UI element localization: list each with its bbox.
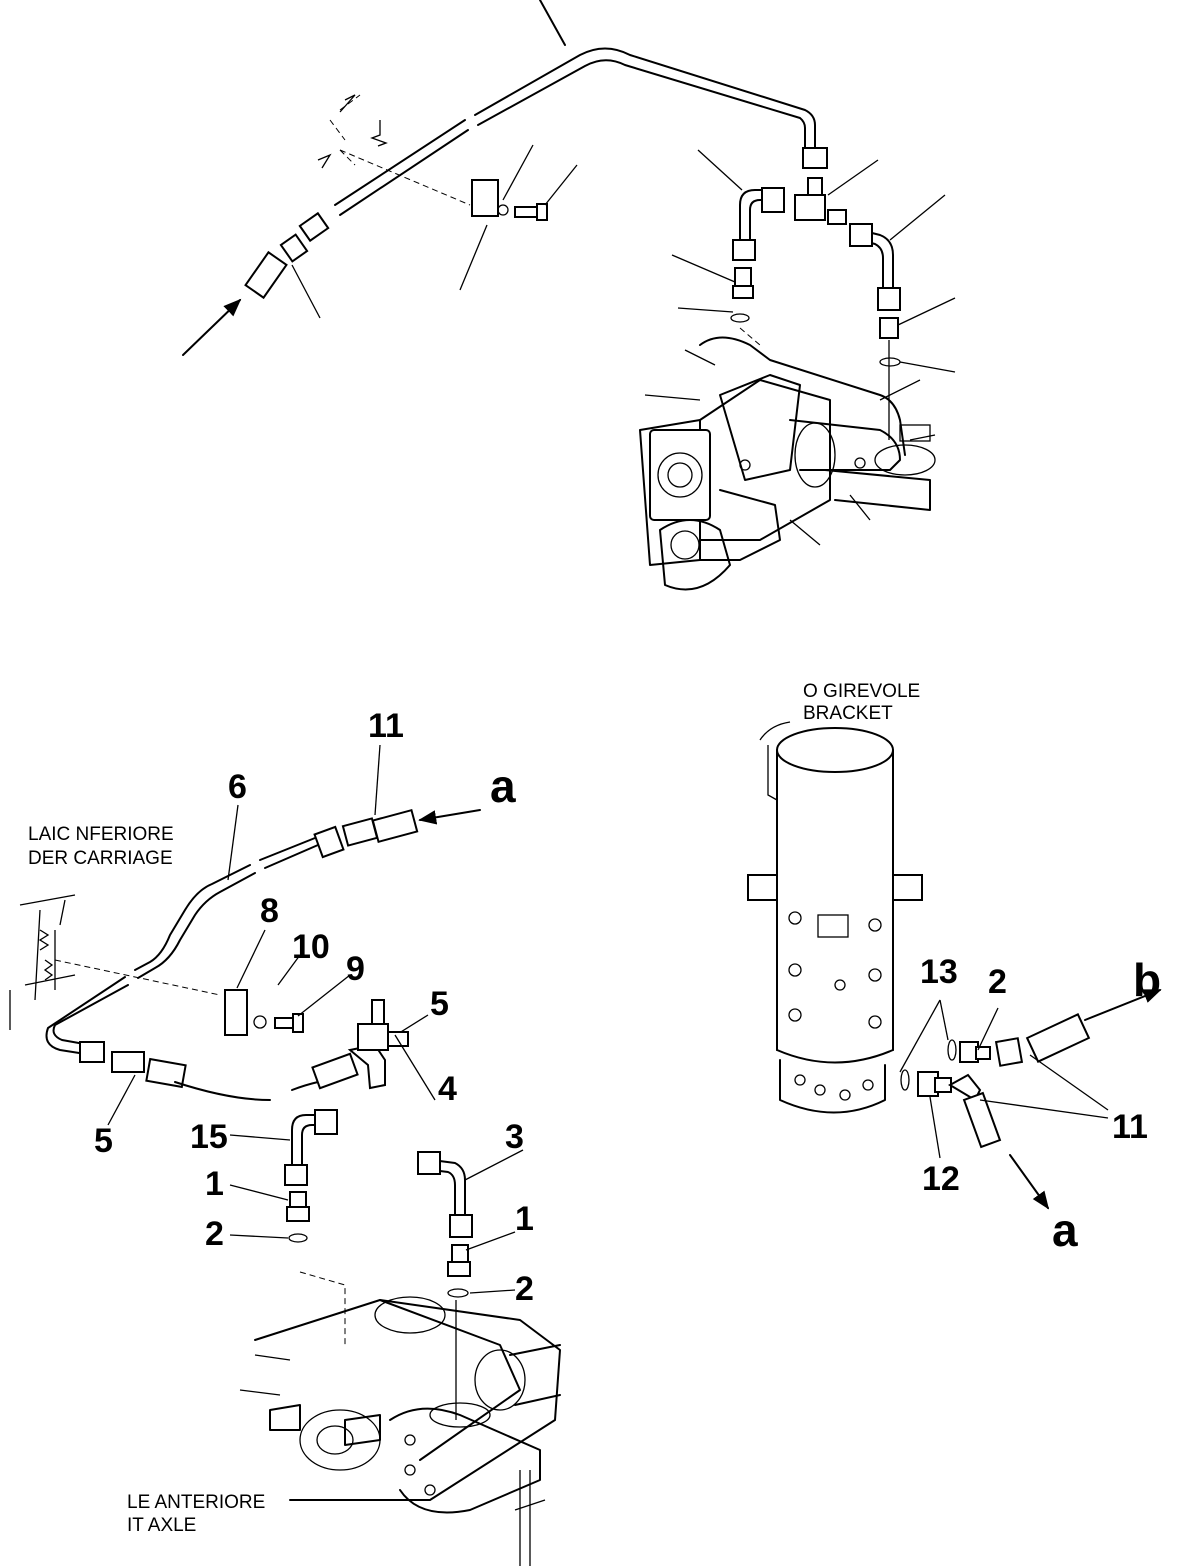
callout-10: 10 — [292, 928, 330, 966]
axle-caption-it: LE ANTERIORE — [127, 1492, 265, 1513]
frame-caption-it: LAIC NFERIORE — [28, 824, 174, 845]
flow-label-a: a — [1052, 1204, 1078, 1256]
callout-2: 2 — [205, 1215, 224, 1253]
callout-3: 3 — [505, 1118, 524, 1156]
callout-11: 11 — [368, 707, 404, 745]
top-tee-fittings — [730, 147, 901, 367]
callout-4: 4 — [438, 1070, 457, 1108]
callout-2: 2 — [515, 1270, 534, 1308]
frame-caption-en: DER CARRIAGE — [28, 848, 173, 869]
swivel-caption-en: BRACKET — [803, 703, 893, 724]
callout-5: 5 — [94, 1122, 113, 1160]
callout-12: 12 — [922, 1160, 960, 1198]
top-assembly — [182, 0, 956, 591]
callout-5: 5 — [430, 985, 449, 1023]
flow-label-b: b — [1133, 954, 1161, 1006]
callout-2: 2 — [988, 963, 1007, 1001]
callout-6: 6 — [228, 768, 247, 806]
callout-1: 1 — [205, 1165, 224, 1203]
callout-15: 15 — [190, 1118, 228, 1156]
callouts: 11 6 8 10 9 5 5 4 15 3 1 1 2 2 13 2 11 1… — [94, 707, 1148, 1308]
callout-11: 11 — [1112, 1108, 1148, 1146]
callout-1: 1 — [515, 1200, 534, 1238]
flow-labels: a b a — [490, 760, 1161, 1256]
callout-9: 9 — [346, 950, 365, 988]
callout-8: 8 — [260, 892, 279, 930]
flow-label-a: a — [490, 760, 516, 812]
axle-caption-en: IT AXLE — [127, 1515, 196, 1536]
front-axle — [239, 1296, 561, 1566]
callout-13: 13 — [920, 953, 958, 991]
transmission-housing — [639, 336, 936, 591]
captions: O GIREVOLE BRACKET LAIC NFERIORE DER CAR… — [28, 681, 920, 1536]
swivel-ports — [788, 911, 882, 1029]
swivel-caption-it: O GIREVOLE — [803, 681, 920, 702]
top-clamp — [471, 179, 548, 221]
lower-left-assembly — [9, 744, 561, 1566]
swivel-joint-assembly — [747, 721, 1162, 1210]
top-left-fitting — [244, 211, 330, 300]
